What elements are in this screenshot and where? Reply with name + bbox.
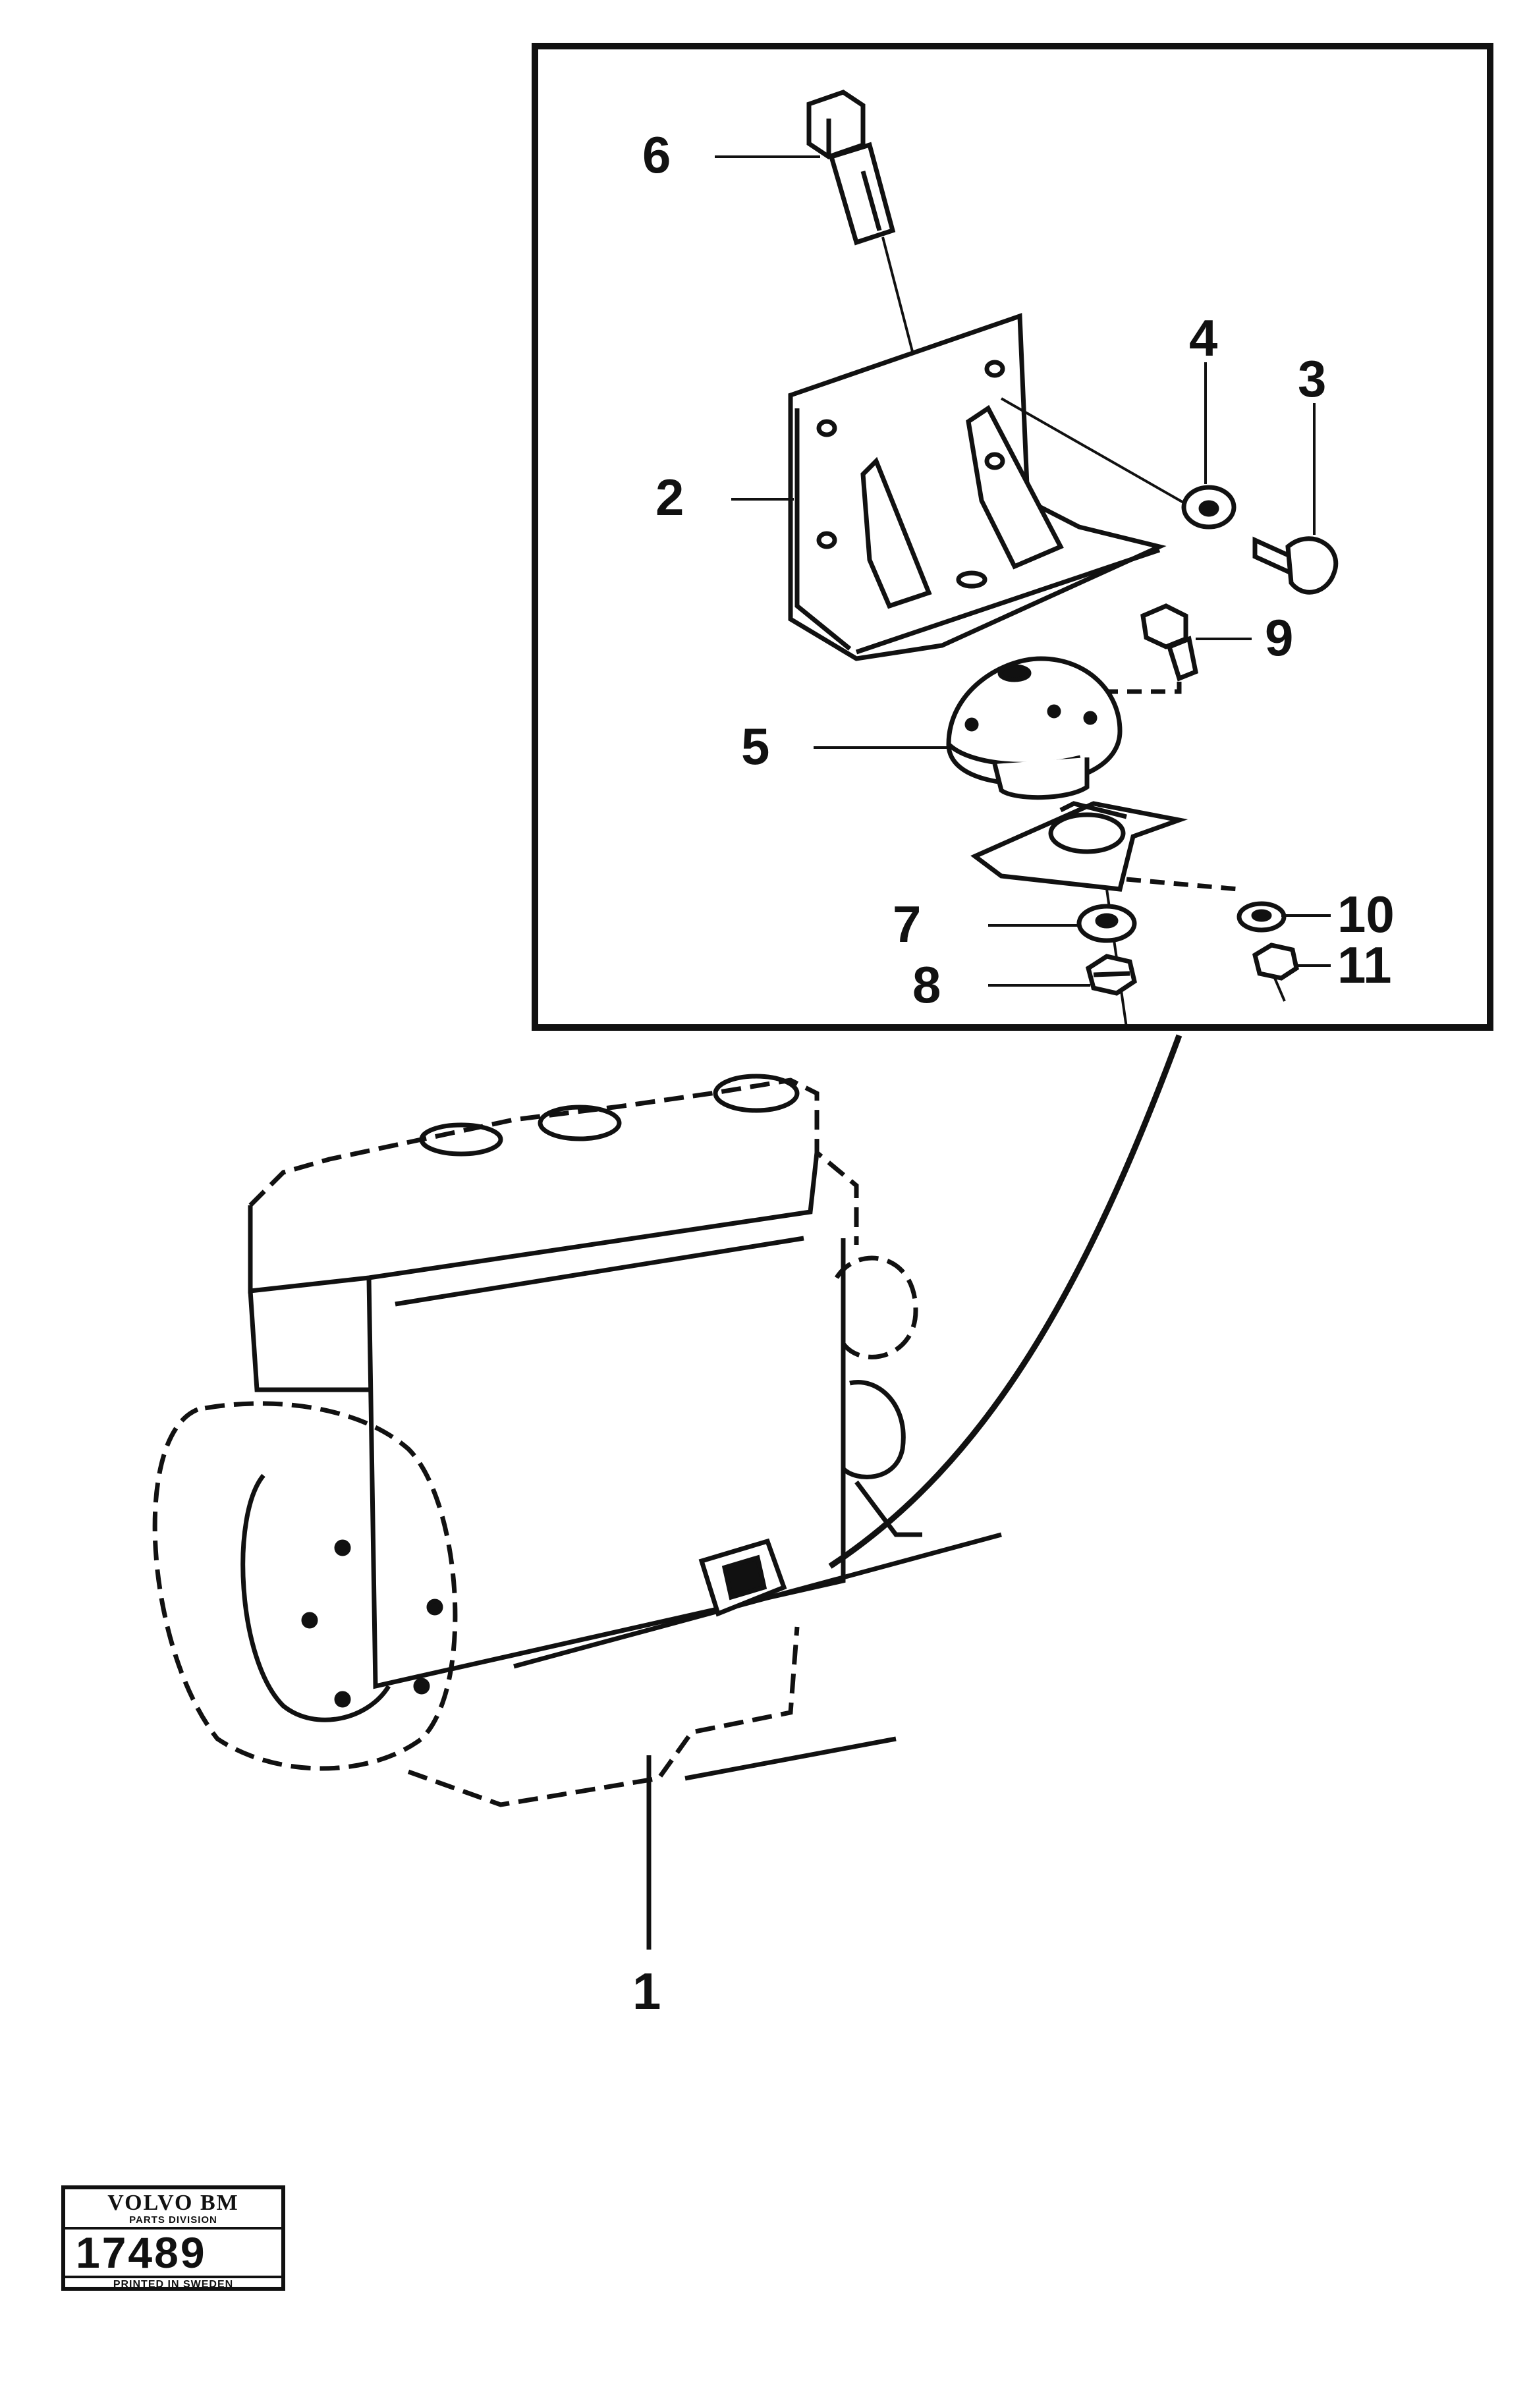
callout-label-6: 6	[642, 126, 671, 184]
oil-pan-outline	[407, 1626, 800, 1807]
mounting-plate	[970, 801, 1188, 892]
hex-bolt-part3	[1252, 536, 1339, 595]
chassis-frame-rail	[513, 1532, 1002, 1669]
inset-connector-line	[828, 1034, 1182, 1569]
callout-label-3: 3	[1298, 350, 1326, 408]
small-bolt-part9	[1140, 603, 1199, 682]
callout-label-11: 11	[1337, 936, 1391, 994]
long-bolt-part6	[806, 90, 896, 246]
filler-cap-right	[713, 1074, 800, 1113]
flywheel-housing	[152, 1401, 458, 1771]
callout-label-2: 2	[655, 468, 684, 526]
washer-part7	[1076, 904, 1137, 943]
stamp-diagram-number: 17489	[65, 2230, 281, 2278]
callout-label-7: 7	[893, 895, 921, 953]
filler-cap-left	[419, 1122, 503, 1157]
callout-label-1: 1	[632, 1962, 661, 2020]
callout-label-4: 4	[1189, 309, 1217, 367]
callout-label-5: 5	[741, 717, 769, 775]
hex-nut-part8	[1085, 954, 1137, 996]
rubber-mount-part5	[946, 656, 1123, 800]
cylinder-head-face	[248, 1152, 820, 1294]
detail-inset-frame	[532, 43, 1493, 1031]
engine-top-outline	[248, 1078, 859, 1245]
callout-label-9: 9	[1265, 609, 1293, 667]
leader-lines	[646, 155, 1331, 1950]
callout-label-10: 10	[1337, 885, 1395, 943]
engine-assembly	[152, 1074, 1002, 1807]
hex-nut-part11	[1252, 943, 1299, 981]
stamp-brand: VOLVO BM	[107, 2191, 239, 2215]
washer-part4	[1181, 485, 1237, 530]
filler-cap-middle	[538, 1105, 622, 1141]
stamp-division: PARTS DIVISION	[65, 2214, 281, 2230]
volvo-bm-stamp: VOLVO BM PARTS DIVISION 17489 PRINTED IN…	[61, 2185, 285, 2291]
callout-label-8: 8	[912, 956, 941, 1014]
inset-parts	[788, 90, 1339, 1028]
angle-bracket-part2	[788, 313, 1167, 661]
engine-block-body	[366, 1238, 846, 1689]
washer-part10	[1237, 901, 1287, 933]
stamp-printed-in: PRINTED IN SWEDEN	[113, 2279, 234, 2290]
